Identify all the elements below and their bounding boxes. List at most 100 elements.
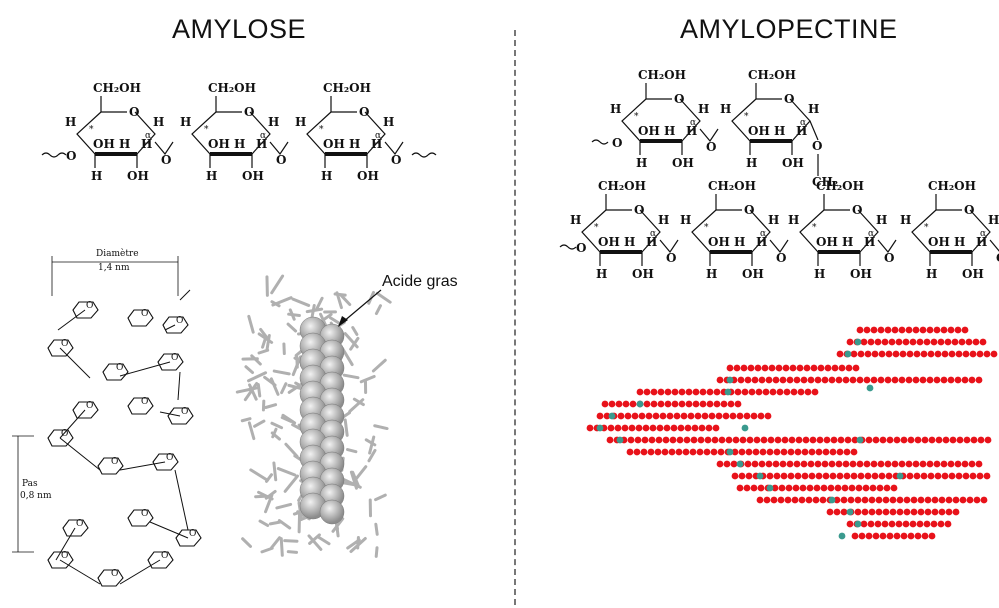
- glucose-bead: [649, 424, 657, 432]
- helix-ring-oxygen: O: [181, 407, 188, 417]
- oh-label: OH: [93, 137, 115, 151]
- helix-ring: [47, 551, 74, 569]
- glucose-bead: [722, 412, 730, 420]
- glucose-bead: [947, 376, 955, 384]
- glucose-bead: [972, 338, 980, 346]
- glucose-bead: [909, 520, 917, 528]
- alpha-label: α: [650, 229, 656, 239]
- glucose-bead: [834, 484, 842, 492]
- glucose-bead: [863, 326, 871, 334]
- h-label: H: [610, 102, 621, 116]
- helix-stick: [257, 348, 270, 355]
- branch-point: [854, 338, 862, 346]
- glycosidic-oxygen: O: [666, 251, 676, 265]
- glucose-bead: [833, 496, 841, 504]
- glucose-bead: [945, 496, 953, 504]
- glucose-bead: [807, 376, 815, 384]
- glucose-bead: [875, 508, 883, 516]
- glucose-bead: [920, 350, 928, 358]
- glucose-bead: [815, 448, 823, 456]
- branch-point: [736, 460, 744, 468]
- helix-stick: [248, 383, 258, 401]
- oh-label: OH: [782, 156, 804, 170]
- glucose-bead: [634, 436, 642, 444]
- glucose-bead: [777, 496, 785, 504]
- glucose-bead: [642, 424, 650, 432]
- glucose-bead: [792, 484, 800, 492]
- h-label: H: [734, 235, 745, 249]
- glucose-bead: [830, 436, 838, 444]
- glucose-bead: [670, 424, 678, 432]
- glucose-bead: [933, 376, 941, 384]
- h-label: H: [988, 213, 999, 227]
- glucose-bead: [891, 326, 899, 334]
- glucose-bead: [820, 484, 828, 492]
- glucose-bead: [885, 350, 893, 358]
- branch-point: [756, 472, 764, 480]
- glucose-bead: [928, 532, 936, 540]
- glucose-bead: [870, 326, 878, 334]
- helix-link: [119, 361, 171, 377]
- glucose-bead: [949, 436, 957, 444]
- glucose-bead: [734, 388, 742, 396]
- glucose-bead: [689, 448, 697, 456]
- glucose-bead: [867, 520, 875, 528]
- helix-ring-oxygen: O: [166, 453, 173, 463]
- glucose-bead: [916, 338, 924, 346]
- glucose-bead: [856, 460, 864, 468]
- glucose-bead: [796, 364, 804, 372]
- glucose-bead: [857, 472, 865, 480]
- helix-ring: [127, 309, 154, 327]
- glucose-bead: [886, 436, 894, 444]
- glucose-bead: [891, 376, 899, 384]
- h-label: H: [153, 115, 164, 129]
- glucose-bead: [750, 412, 758, 420]
- glucose-bead: [955, 472, 963, 480]
- ring-bond: [249, 111, 271, 155]
- ch2oh-label: CH₂OH: [708, 179, 756, 193]
- helix-ring-oxygen: O: [171, 353, 178, 363]
- glucose-bead: [926, 460, 934, 468]
- helix-stick: [279, 537, 284, 557]
- glucose-bead: [822, 472, 830, 480]
- helix-stick: [348, 398, 365, 413]
- glucose-bead: [635, 424, 643, 432]
- glucose-bead: [800, 376, 808, 384]
- oh-label: OH: [850, 267, 872, 281]
- helix-stick: [351, 326, 359, 336]
- glucose-bead: [951, 338, 959, 346]
- glucose-bead: [902, 338, 910, 346]
- helix-stick: [264, 493, 274, 514]
- glucose-bead: [765, 376, 773, 384]
- alpha-mark: *: [924, 223, 929, 233]
- h-label: H: [976, 235, 987, 249]
- glucose-bead: [645, 412, 653, 420]
- h-label: H: [664, 124, 675, 138]
- h-label: H: [234, 137, 245, 151]
- helix-ring: [47, 429, 74, 447]
- glucose-bead: [930, 520, 938, 528]
- oh-label: OH: [208, 137, 230, 151]
- glucose-bead: [906, 350, 914, 358]
- branch-point: [828, 496, 836, 504]
- glucose-bead: [938, 508, 946, 516]
- helix-stick: [343, 332, 359, 349]
- glucose-bead: [868, 496, 876, 504]
- glucose-bead: [962, 350, 970, 358]
- glucose-bead: [617, 412, 625, 420]
- glucose-bead: [861, 508, 869, 516]
- branch-point: [896, 472, 904, 480]
- helix-stick: [256, 382, 262, 398]
- oh-label: OH: [638, 124, 660, 138]
- helix-link: [164, 324, 176, 331]
- glucose-bead: [607, 424, 615, 432]
- glucose-bead: [933, 326, 941, 334]
- glucose-bead: [902, 520, 910, 528]
- helix-ring: [127, 509, 154, 527]
- branch-point: [616, 436, 624, 444]
- helix-stick: [272, 369, 291, 376]
- glucose-bead: [711, 436, 719, 444]
- glucose-bead: [900, 436, 908, 444]
- glucose-bead: [708, 412, 716, 420]
- glucose-bead: [757, 412, 765, 420]
